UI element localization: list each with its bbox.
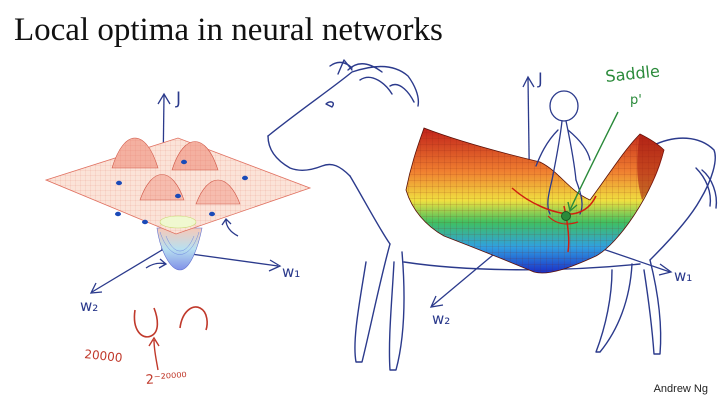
- cup-sketch: [133, 307, 159, 338]
- local-optimum-dot: [116, 180, 122, 186]
- saddle-label-point: p': [630, 93, 642, 108]
- left-deep-well: [156, 227, 203, 271]
- cap-sketch: [179, 306, 208, 331]
- local-optimum-dot: [181, 159, 187, 165]
- right-w2-arrow: [429, 295, 444, 308]
- horse-sketch: [267, 59, 718, 371]
- local-optimum-dot: [242, 175, 248, 181]
- slide-title: Local optima in neural networks: [14, 12, 443, 48]
- left-w2-label: w₂: [80, 297, 98, 315]
- right-w1-arrow: [658, 263, 673, 276]
- left-j-label: J: [175, 89, 181, 109]
- left-plot: J w₁ w₂: [44, 89, 312, 315]
- saddle-contour: [563, 205, 570, 253]
- count-label: 20000: [84, 347, 123, 365]
- local-optimum-dot: [115, 211, 121, 217]
- optimum-pointer-arrow: [221, 217, 239, 237]
- saddle-point: [561, 211, 571, 221]
- local-optimum-dot: [175, 193, 181, 199]
- saddle-pointer-arrow: [567, 111, 619, 213]
- count-arrow: [148, 336, 160, 371]
- saddle-contour: [547, 215, 579, 225]
- optima-count-annotation: 20000 2⁻²⁰⁰⁰⁰: [84, 306, 208, 388]
- right-w2-label: w₂: [432, 310, 450, 328]
- left-w1-arrow: [268, 259, 282, 272]
- local-optimum-dot: [142, 219, 148, 225]
- right-w1-label: w₁: [674, 267, 692, 285]
- right-j-label: J: [537, 69, 543, 88]
- saddle-contour: [511, 187, 597, 215]
- local-optimum-dot: [209, 211, 215, 217]
- probability-label: 2⁻²⁰⁰⁰⁰: [145, 370, 187, 388]
- right-plot: J w₁ w₂ Saddle p': [405, 61, 692, 328]
- rider-sketch: [535, 90, 591, 215]
- left-w1-label: w₁: [282, 263, 300, 281]
- saddle-label: Saddle: [604, 61, 660, 86]
- right-j-arrow: [522, 75, 535, 88]
- left-w2-arrow: [89, 282, 103, 294]
- left-w2-axis: [91, 249, 163, 293]
- well-pointer-arrow: [145, 258, 168, 269]
- left-j-arrow: [157, 92, 171, 105]
- author-credit: Andrew Ng: [653, 383, 708, 395]
